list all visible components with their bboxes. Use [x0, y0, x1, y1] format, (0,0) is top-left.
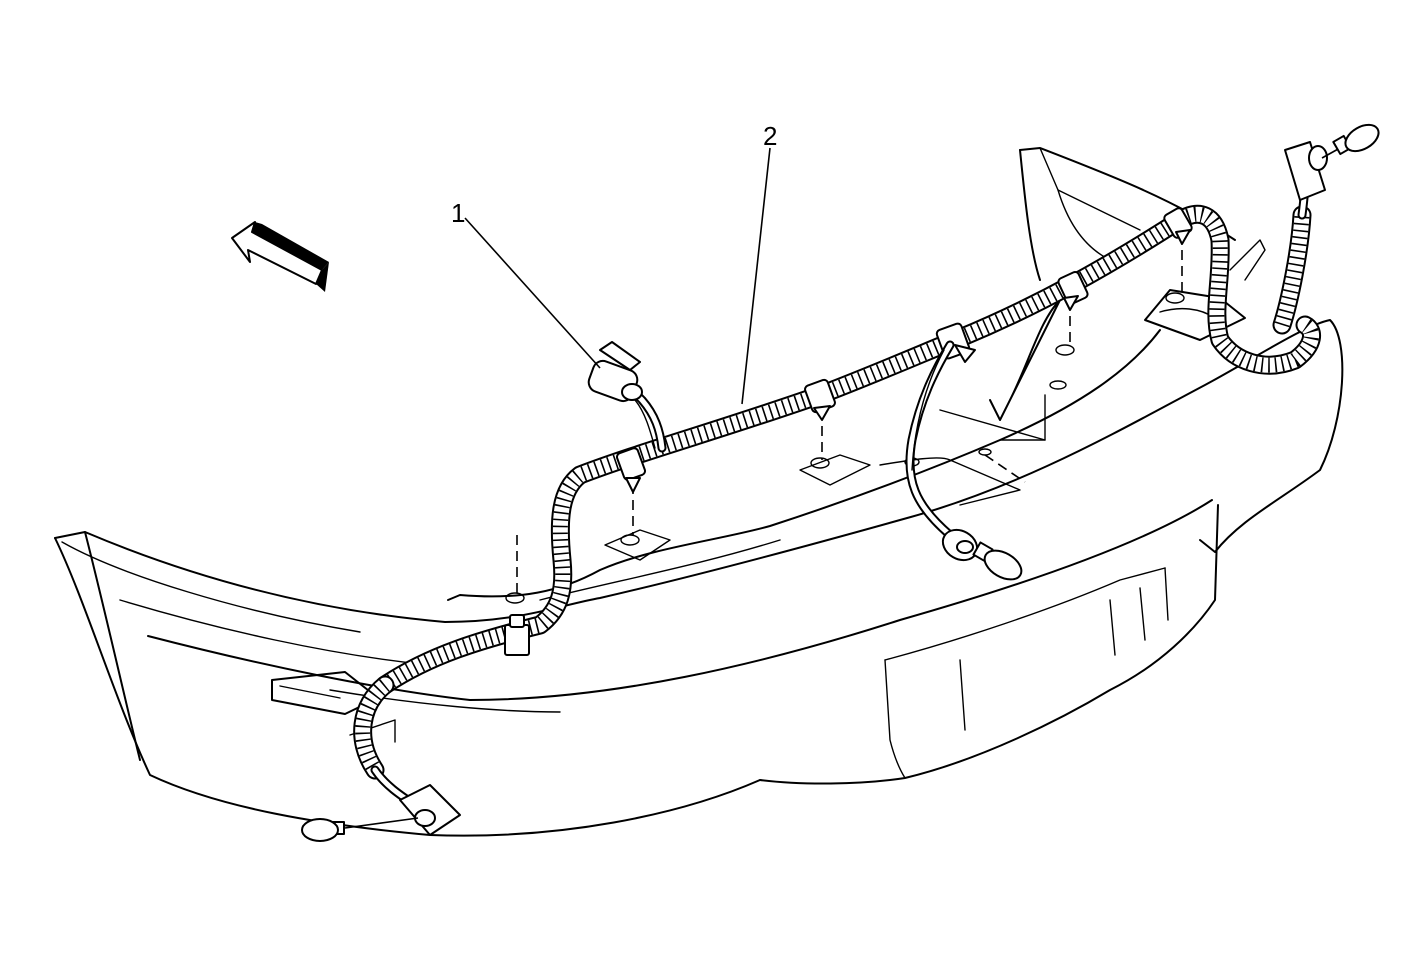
center-lamp-pigtail: [905, 340, 979, 562]
front-direction-arrow-icon: [231, 221, 329, 292]
left-lamp-pigtail: [344, 765, 461, 836]
wiring-harness: [353, 204, 1321, 780]
center-lamp-bulb-icon: [972, 541, 1023, 581]
right-lamp-pigtail: [1284, 141, 1341, 220]
callout-1-leader: [464, 217, 601, 369]
harness-connector: [587, 341, 667, 453]
callout-1-label: 1: [451, 198, 465, 228]
left-lamp-bulb-icon: [301, 818, 345, 842]
right-lamp-bulb-icon: [1332, 123, 1380, 156]
callout-2-label: 2: [763, 121, 777, 151]
callout-2-leader: [741, 147, 771, 405]
